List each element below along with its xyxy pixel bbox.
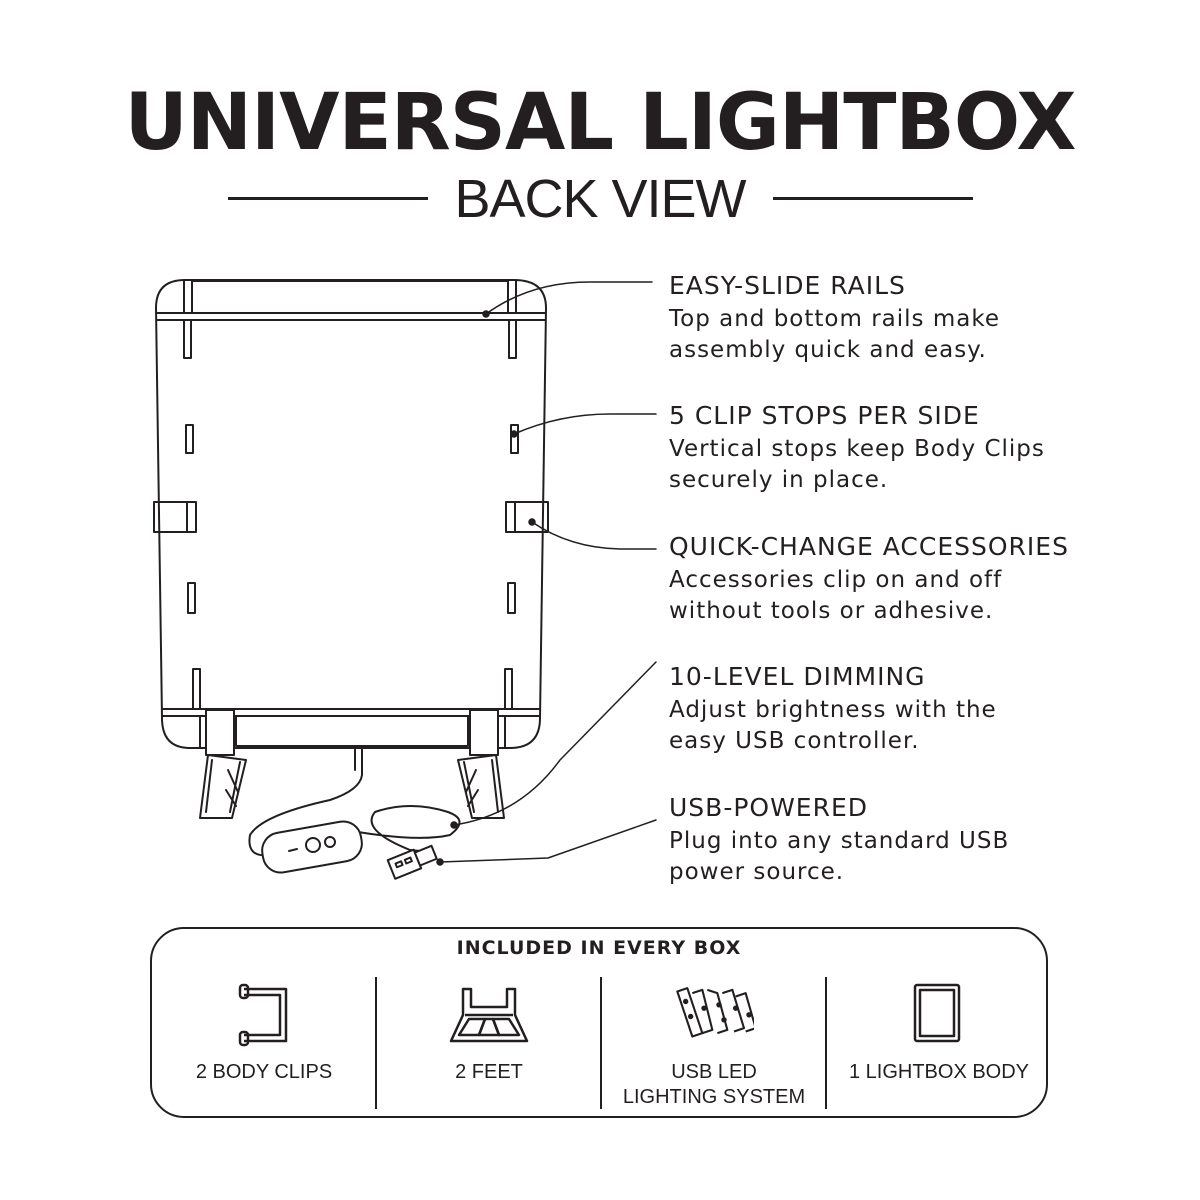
feet-icon <box>449 987 529 1043</box>
included-item-led-system: USB LED LIGHTING SYSTEM <box>602 974 826 1114</box>
feature-easy-slide-rails: EASY-SLIDE RAILS Top and bottom rails ma… <box>669 270 1169 366</box>
led-strip-icon <box>676 987 754 1038</box>
bottom-rail <box>235 715 469 747</box>
subtitle-rule-right <box>773 197 973 200</box>
feature-clip-stops: 5 CLIP STOPS PER SIDE Vertical stops kee… <box>669 400 1169 496</box>
lightbox-back-diagram <box>153 279 657 880</box>
clip-stops <box>185 424 519 614</box>
included-box: INCLUDED IN EVERY BOX 2 BODY CLIPS 2 FEE… <box>150 927 1048 1118</box>
included-item-body-clips: 2 BODY CLIPS <box>152 974 376 1114</box>
usb-plug <box>386 844 438 880</box>
body-clip-icon <box>238 983 288 1047</box>
subtitle-row: BACK VIEW <box>0 168 1200 232</box>
box-divider <box>375 977 377 1109</box>
included-item-lightbox-body: 1 LIGHTBOX BODY <box>827 974 1051 1114</box>
feature-description: Plug into any standard USB power source. <box>669 828 1010 885</box>
callout-leaders <box>436 281 657 866</box>
lightbox-body-icon <box>913 983 961 1043</box>
feature-heading: EASY-SLIDE RAILS <box>669 271 906 300</box>
usb-cable <box>248 747 363 857</box>
feature-heading: USB-POWERED <box>669 793 869 822</box>
page-subtitle: BACK VIEW <box>454 169 746 229</box>
feature-description: Top and bottom rails make assembly quick… <box>669 306 1000 363</box>
body-clip-right <box>505 501 549 533</box>
included-item-label: 1 LIGHTBOX BODY <box>848 1061 1030 1083</box>
included-title: INCLUDED IN EVERY BOX <box>456 937 742 959</box>
feature-heading: QUICK-CHANGE ACCESSORIES <box>669 532 1069 561</box>
feature-heading: 10-LEVEL DIMMING <box>669 662 926 691</box>
included-item-label: 2 FEET <box>455 1061 523 1083</box>
lightbox-frame <box>155 279 547 749</box>
feature-description: Adjust brightness with the easy USB cont… <box>669 697 997 754</box>
feature-usb-powered: USB-POWERED Plug into any standard USB p… <box>669 792 1169 888</box>
foot-right <box>457 709 505 819</box>
feature-quick-change-accessories: QUICK-CHANGE ACCESSORIES Accessories cli… <box>669 531 1169 627</box>
box-divider <box>825 977 827 1109</box>
feature-dimming: 10-LEVEL DIMMING Adjust brightness with … <box>669 661 1169 757</box>
dimmer-controller <box>261 820 363 874</box>
included-item-feet: 2 FEET <box>377 974 601 1114</box>
page-title: UNIVERSAL LIGHTBOX <box>124 78 1076 168</box>
foot-left <box>199 709 247 819</box>
included-item-label: 2 BODY CLIPS <box>195 1061 333 1083</box>
subtitle-rule-left <box>228 197 428 200</box>
feature-heading: 5 CLIP STOPS PER SIDE <box>669 401 980 430</box>
body-clip-left <box>153 501 197 533</box>
feature-description: Vertical stops keep Body Clips securely … <box>669 436 1045 493</box>
top-rail <box>191 280 509 314</box>
included-item-label: USB LED LIGHTING SYSTEM <box>622 1061 806 1108</box>
box-divider <box>600 977 602 1109</box>
feature-description: Accessories clip on and off without tool… <box>669 567 1003 624</box>
